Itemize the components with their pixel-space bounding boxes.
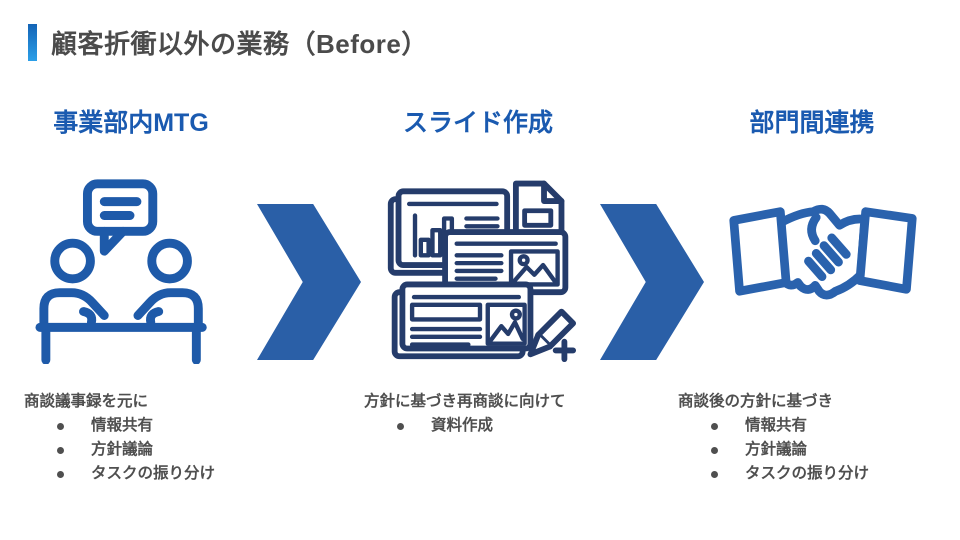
list-item: 資料作成	[364, 414, 694, 438]
list-item: タスクの振り分け	[24, 462, 354, 486]
slides-icon	[383, 170, 577, 364]
column-header-collaboration: 部門間連携	[749, 109, 875, 137]
note-internal-mtg: 商談議事録を元に 情報共有 方針議論 タスクの振り分け	[24, 390, 354, 486]
bullet-text: 情報共有	[91, 417, 154, 434]
slide-title: 顧客折衝以外の業務（Before）	[51, 29, 428, 59]
meeting-icon	[32, 166, 230, 364]
note-collaboration: 商談後の方針に基づき 情報共有 方針議論 タスクの振り分け	[678, 390, 960, 486]
bullet-text: タスクの振り分け	[91, 465, 216, 482]
list-item: 方針議論	[678, 438, 960, 462]
list-item: 情報共有	[678, 414, 960, 438]
title-accent-bar	[28, 24, 37, 61]
list-item: 情報共有	[24, 414, 354, 438]
bullet-text: タスクの振り分け	[745, 465, 870, 482]
column-header-internal-mtg: 事業部内MTG	[53, 109, 209, 137]
bullet-text: 方針議論	[91, 441, 154, 458]
note-bullet-list: 情報共有 方針議論 タスクの振り分け	[24, 414, 354, 486]
note-title: 方針に基づき再商談に向けて	[364, 393, 566, 410]
slide-title-block: 顧客折衝以外の業務（Before）	[28, 24, 428, 61]
bullet-text: 方針議論	[745, 441, 808, 458]
chevron-right-icon	[600, 204, 704, 360]
note-title: 商談後の方針に基づき	[678, 393, 834, 410]
column-header-slide-creation: スライド作成	[402, 109, 553, 137]
list-item: タスクの振り分け	[678, 462, 960, 486]
note-bullet-list: 資料作成	[364, 414, 694, 438]
bullet-text: 資料作成	[431, 417, 494, 434]
note-title: 商談議事録を元に	[24, 393, 149, 410]
note-slide-creation: 方針に基づき再商談に向けて 資料作成	[364, 390, 694, 438]
note-bullet-list: 情報共有 方針議論 タスクの振り分け	[678, 414, 960, 486]
list-item: 方針議論	[24, 438, 354, 462]
handshake-icon	[726, 192, 920, 340]
chevron-right-icon	[257, 204, 361, 360]
bullet-text: 情報共有	[745, 417, 808, 434]
